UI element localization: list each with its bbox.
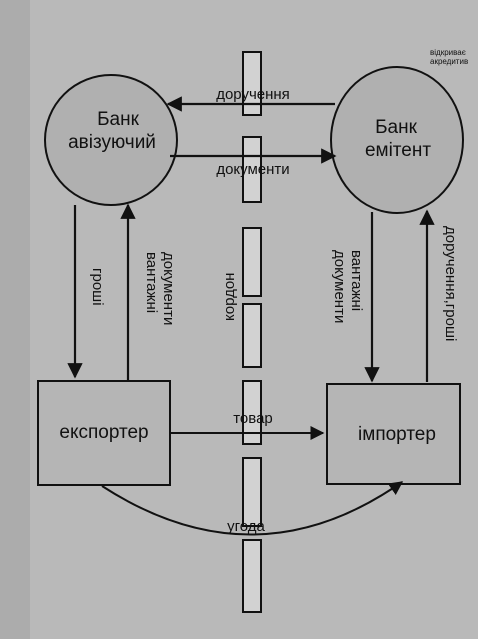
shipping-docs-left-line1: вантажні — [143, 252, 160, 313]
shipping-docs-right-line2: документи — [331, 250, 348, 323]
advising-bank-label-line1: Банк — [97, 109, 140, 130]
exporter-label: експортер — [59, 422, 148, 443]
border-line — [242, 51, 262, 613]
goods-label: товар — [233, 410, 273, 427]
importer-label: імпортер — [358, 424, 436, 445]
issuing-bank-label-line2: емітент — [365, 140, 431, 161]
border-segment — [242, 136, 262, 203]
border-segment — [242, 380, 262, 445]
border-segment — [242, 457, 262, 527]
importer-box — [326, 383, 461, 485]
border-segment — [242, 227, 262, 297]
issuing-bank-circle — [330, 66, 464, 214]
documents-top-label: документи — [216, 161, 289, 178]
agreement-arc — [101, 481, 404, 536]
instruction-money-label: доручення,гроші — [442, 226, 459, 341]
border-segment — [242, 539, 262, 613]
instruction-label: доручення — [216, 86, 290, 103]
left-shadow — [0, 0, 30, 639]
border-segment — [242, 303, 262, 368]
note-line2: акредитив — [430, 57, 468, 66]
shipping-docs-right-line1: вантажні — [348, 250, 365, 311]
shipping-docs-left-line2: документи — [160, 252, 177, 325]
advising-bank-circle — [44, 74, 178, 206]
issuing-bank-label-line1: Банк — [375, 117, 418, 138]
border-label: кордон — [221, 273, 238, 321]
advising-bank-label-line2: авізуючий — [68, 132, 156, 153]
note-line1: відкриває — [430, 48, 466, 57]
border-segment — [242, 51, 262, 116]
money-label: гроші — [89, 268, 106, 306]
agreement-label: угода — [227, 518, 265, 535]
